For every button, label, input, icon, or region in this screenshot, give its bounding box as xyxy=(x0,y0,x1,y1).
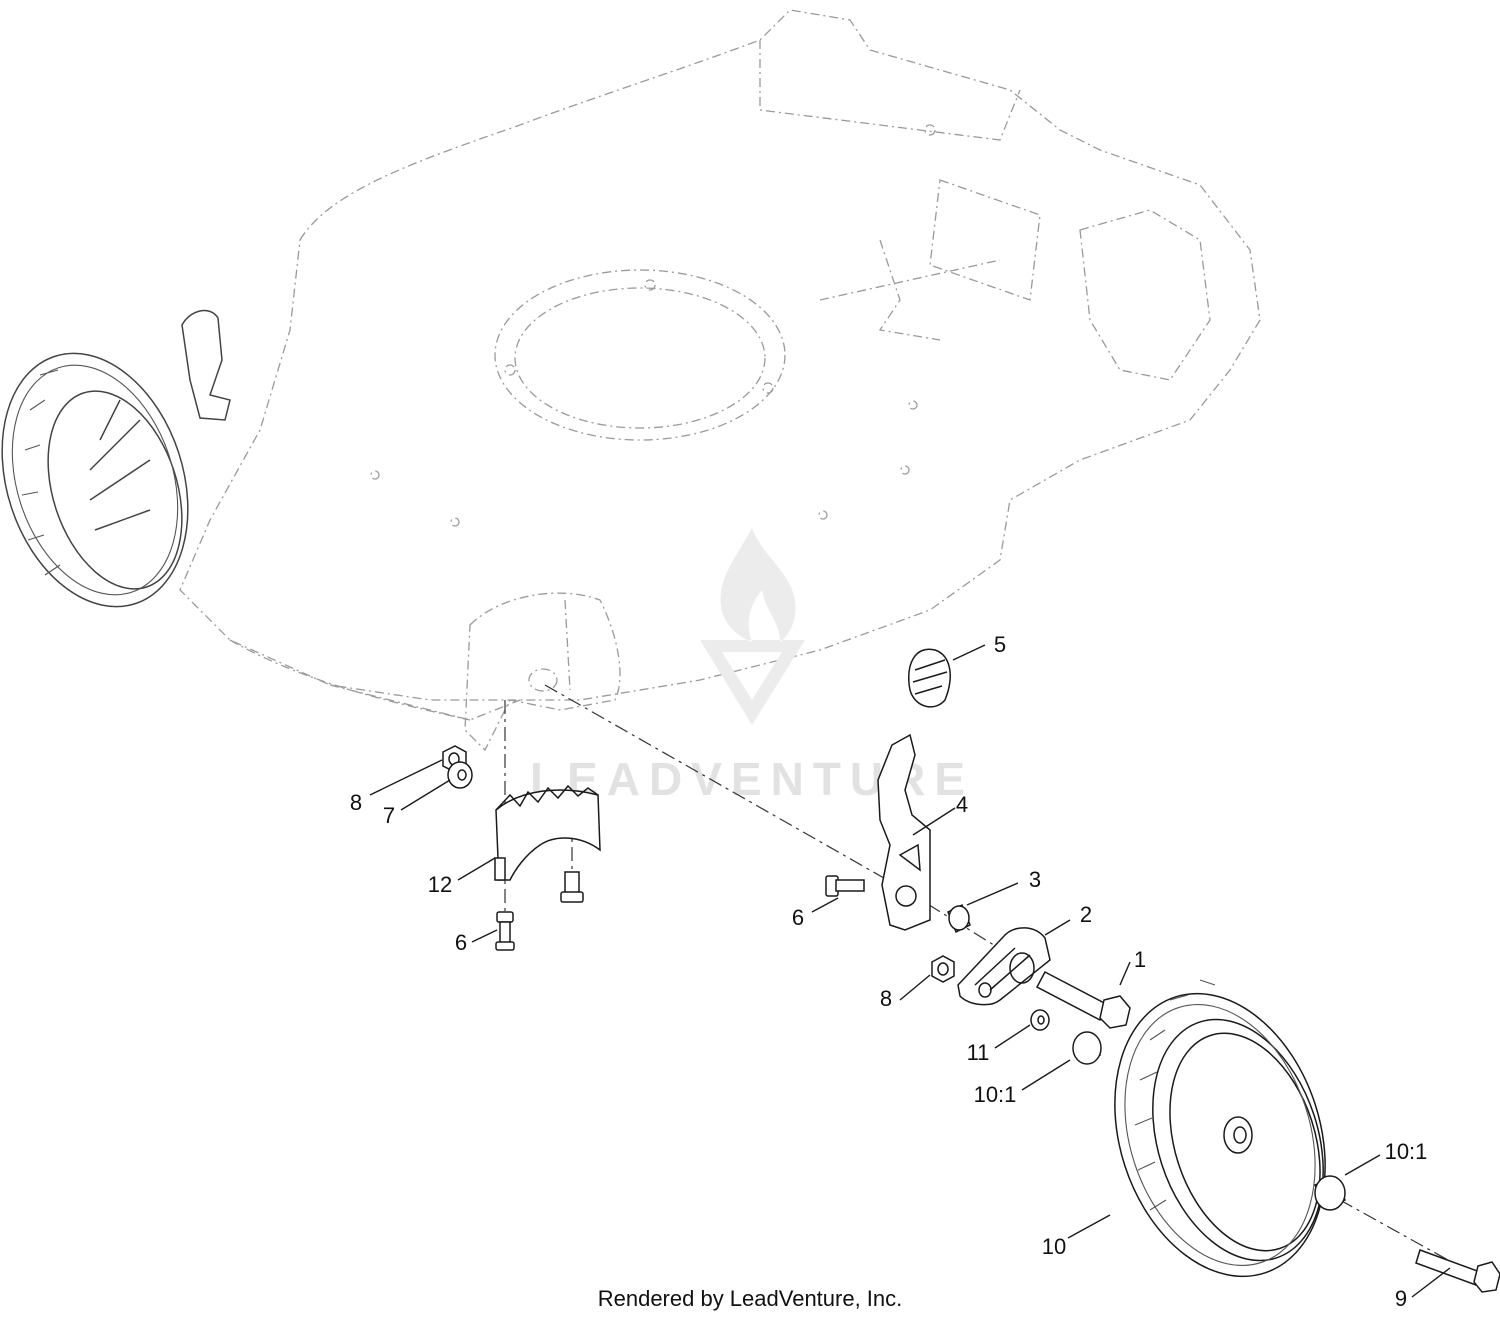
callout-9: 9 xyxy=(1395,1286,1407,1311)
callout-8-left: 8 xyxy=(350,790,362,815)
rear-wheel-ghost xyxy=(1,309,231,608)
callout-4: 4 xyxy=(956,792,968,817)
callout-6-left: 6 xyxy=(455,930,467,955)
callout-2: 2 xyxy=(1080,902,1092,927)
part-12-height-bracket xyxy=(494,784,601,881)
callout-11: 11 xyxy=(967,1040,990,1065)
part-10-1-bushing-inner xyxy=(1072,1031,1102,1065)
part-7-washer xyxy=(447,761,473,789)
part-9-axle-bolt xyxy=(1415,1249,1500,1293)
callout-6-center: 6 xyxy=(792,905,804,930)
callout-8-center: 8 xyxy=(880,986,892,1011)
callout-3: 3 xyxy=(1029,867,1041,892)
part-11-washer xyxy=(1030,1009,1050,1031)
part-8-nut-center xyxy=(931,955,955,983)
part-3-spacer xyxy=(947,903,971,934)
part-1-shoulder-bolt xyxy=(1035,970,1131,1029)
footer-credit: Rendered by LeadVenture, Inc. xyxy=(598,1286,903,1311)
part-2-pivot-bracket xyxy=(957,927,1051,1006)
part-4-adjust-lever xyxy=(877,733,931,931)
part-6-bolt-rear xyxy=(560,871,584,903)
part-6-bolt-left xyxy=(495,911,515,951)
leader-lines xyxy=(369,644,1451,1298)
part-10-front-wheel xyxy=(1114,979,1326,1278)
part-10-1-bushing-outer xyxy=(1313,1175,1347,1211)
callout-10-1-outer: 10:1 xyxy=(1385,1139,1428,1164)
callout-5: 5 xyxy=(994,632,1006,657)
flame-v-logo-icon xyxy=(700,528,805,725)
callout-10: 10 xyxy=(1042,1234,1066,1259)
mower-deck-ghost xyxy=(179,9,1261,752)
callout-10-1-inner: 10:1 xyxy=(974,1082,1017,1107)
callout-1: 1 xyxy=(1134,947,1146,972)
callout-12: 12 xyxy=(428,872,452,897)
part-5-adjust-knob xyxy=(908,648,951,708)
callout-7: 7 xyxy=(383,803,395,828)
part-6-bolt-center xyxy=(825,875,865,897)
